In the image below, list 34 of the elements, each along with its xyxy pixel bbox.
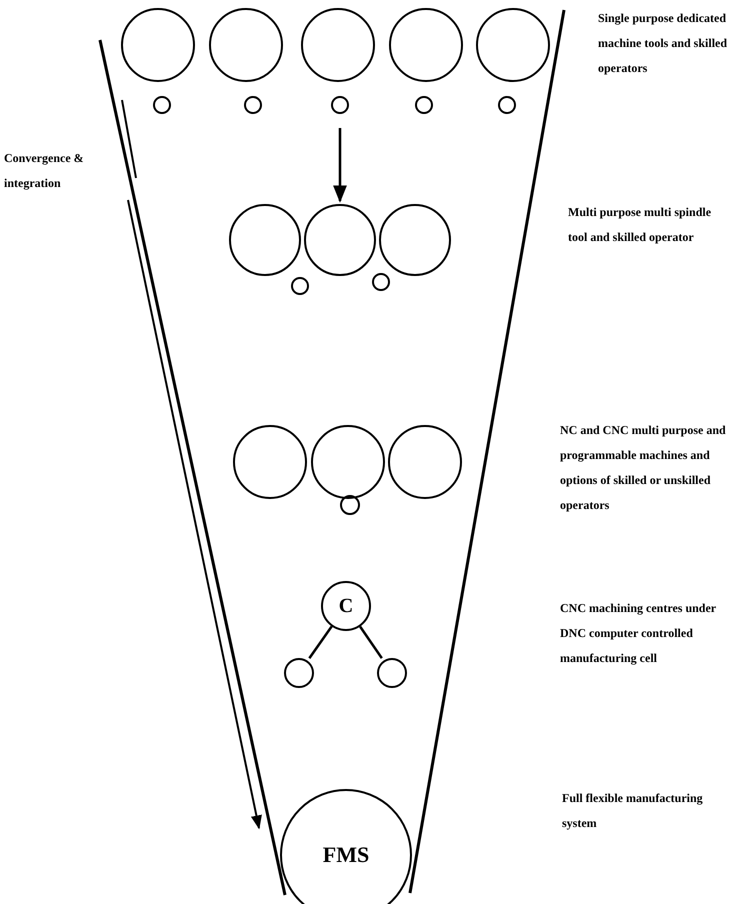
- circle: [301, 8, 375, 82]
- description-text: Single purpose dedicated machine tools and skilled operators: [598, 10, 728, 77]
- arrow: [333, 128, 347, 203]
- circle: [244, 96, 262, 114]
- circle: [415, 96, 433, 114]
- description-text: Convergence & integration: [4, 150, 85, 192]
- circle: [284, 658, 314, 688]
- circle: [121, 8, 195, 82]
- circle: [379, 204, 451, 276]
- circle: [331, 96, 349, 114]
- circle: [372, 273, 390, 291]
- circle: [377, 658, 407, 688]
- description-text: CNC machining centres under DNC computer controlled manufacturing cell: [560, 600, 717, 667]
- description-text: Full flexible manufacturing system: [562, 790, 704, 832]
- circle: [233, 425, 307, 499]
- circle: [229, 204, 301, 276]
- circle: [476, 8, 550, 82]
- description-text: NC and CNC multi purpose and programmable machines and options of skilled or unskilled operators: [560, 422, 727, 514]
- connector-line: [308, 626, 333, 659]
- circle-label: C: [338, 594, 354, 618]
- circle: [340, 495, 360, 515]
- circle: [389, 8, 463, 82]
- circle: [291, 277, 309, 295]
- description-text: Multi purpose multi spindle tool and skilled operator: [568, 204, 712, 246]
- circle: [209, 8, 283, 82]
- circle: [304, 204, 376, 276]
- circle: [498, 96, 516, 114]
- circle-label: FMS: [322, 842, 370, 868]
- labeled-circle: [280, 789, 412, 904]
- labeled-circle: [321, 581, 371, 631]
- connector-line: [359, 626, 383, 659]
- circle: [388, 425, 462, 499]
- circle: [153, 96, 171, 114]
- circle: [311, 425, 385, 499]
